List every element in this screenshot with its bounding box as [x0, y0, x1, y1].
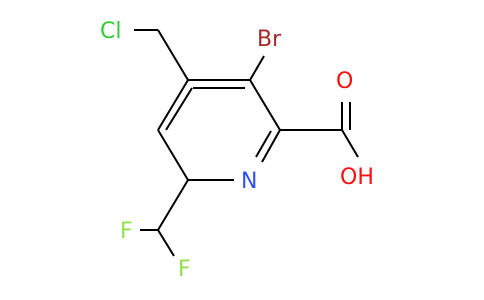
atom-f1: F [120, 219, 133, 244]
bond-c6-chf2 [157, 179, 189, 231]
bond-c3-br [249, 55, 265, 81]
bond-c4-ch2 [157, 29, 189, 81]
bond-cooh-oh [341, 129, 359, 158]
atom-cl: Cl [100, 19, 121, 44]
bond-c5-c4-inner [165, 87, 193, 131]
atom-br: Br [257, 27, 282, 52]
bond-c5-c4 [157, 79, 189, 131]
bond-c2-n-inner [255, 130, 272, 158]
bond-c2-n [261, 129, 281, 163]
bond-c6-c5 [157, 129, 189, 181]
bond-group [134, 29, 359, 257]
bond-chf2-f2 [157, 229, 175, 257]
atom-o: O [336, 69, 353, 94]
bond-c3-c2 [249, 79, 281, 131]
atom-f2: F [178, 257, 191, 282]
atom-n: N [241, 169, 257, 194]
atom-oh: OH [340, 165, 374, 190]
